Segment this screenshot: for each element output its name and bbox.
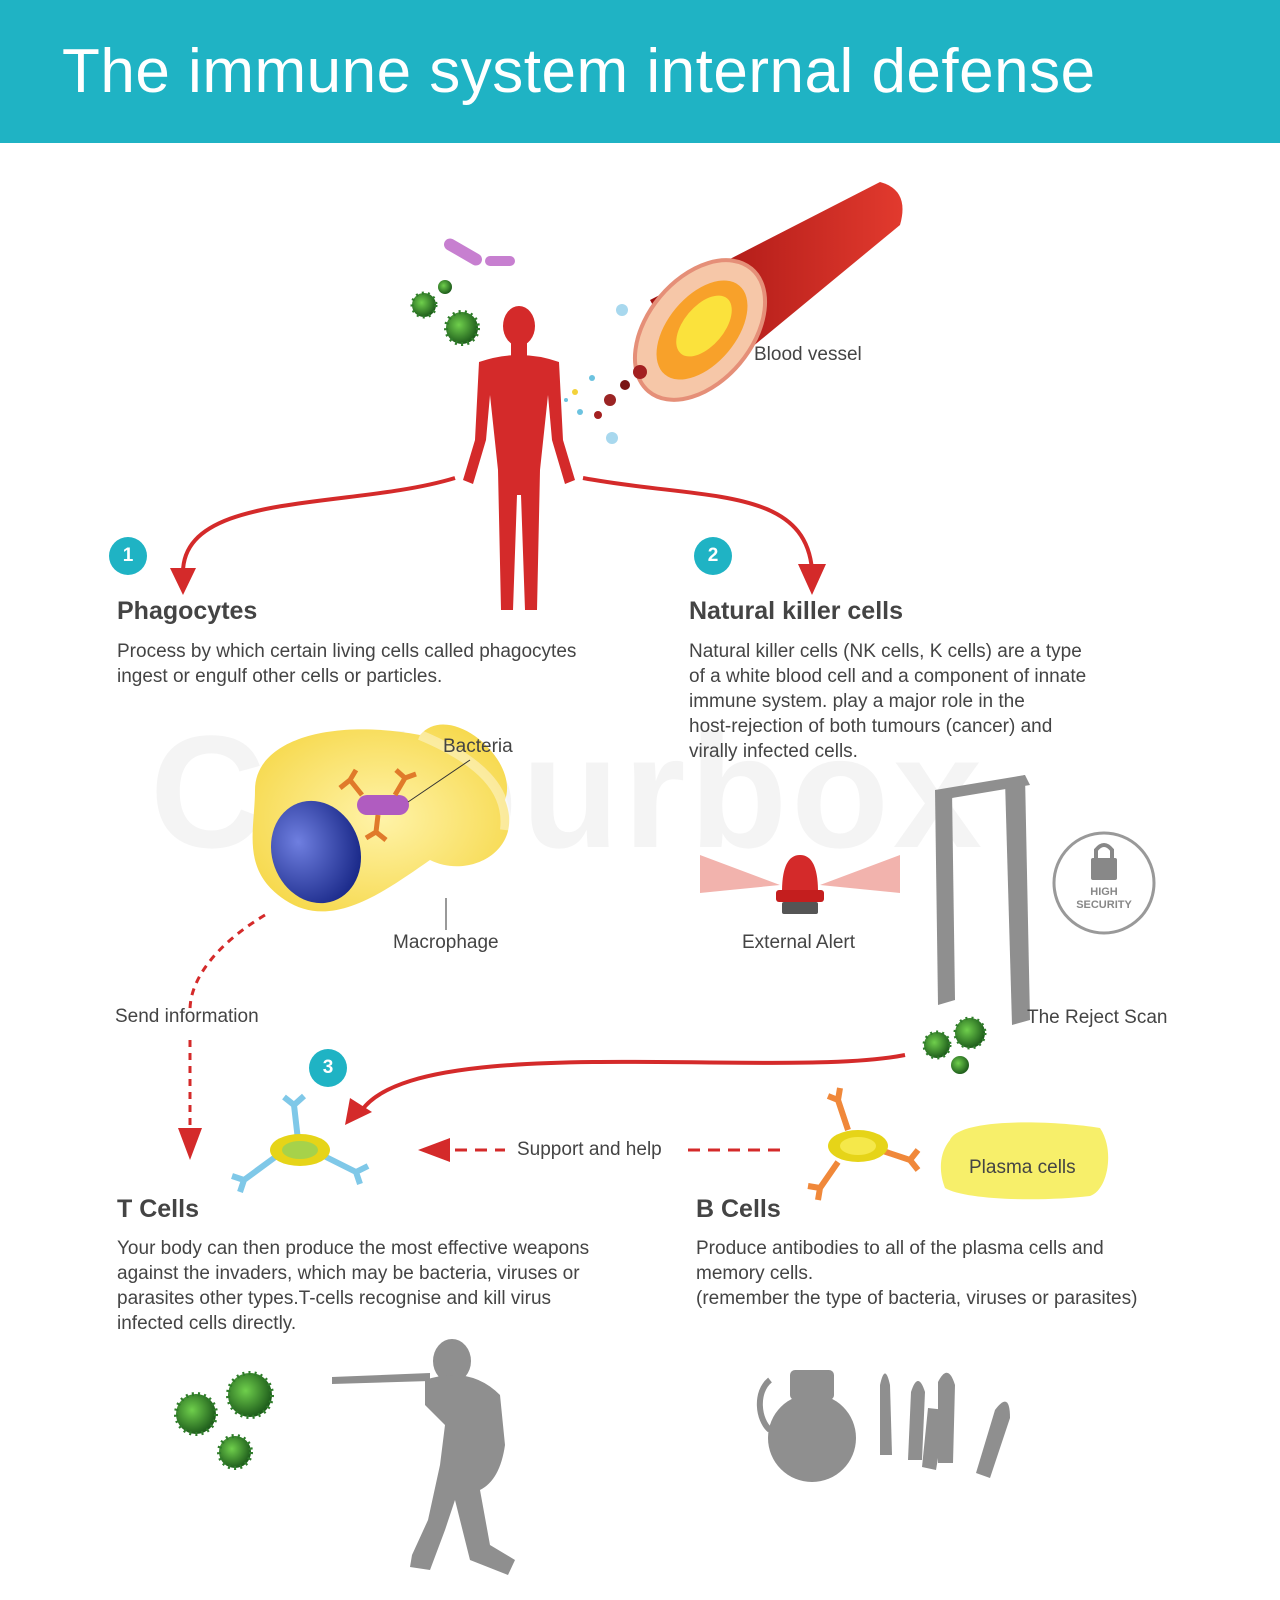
natural-killer-description: Natural killer cells (NK cells, K cells)… bbox=[689, 641, 1087, 762]
step-badge-3: 3 bbox=[309, 1049, 347, 1087]
plasma-cells-label: Plasma cells bbox=[969, 1157, 1076, 1178]
phagocytes-description: Process by which certain living cells ca… bbox=[117, 641, 577, 687]
macrophage-icon bbox=[252, 724, 511, 912]
virus-icon bbox=[410, 280, 480, 346]
bacteria-icon bbox=[338, 768, 417, 842]
bacteria-label: Bacteria bbox=[443, 736, 513, 757]
t-cell-icon bbox=[231, 1093, 370, 1193]
lock-icon bbox=[1052, 831, 1156, 935]
b-cells-description: Produce antibodies to all of the plasma … bbox=[696, 1238, 1138, 1309]
send-information-label: Send information bbox=[115, 1006, 259, 1027]
blood-vessel-label: Blood vessel bbox=[754, 344, 862, 365]
human-body-icon bbox=[463, 306, 575, 610]
plasma-cells-blob bbox=[940, 1122, 1109, 1200]
natural-killer-heading: Natural killer cells bbox=[689, 597, 904, 625]
support-and-help-label: Support and help bbox=[517, 1139, 662, 1160]
macrophage-label: Macrophage bbox=[393, 932, 499, 953]
title-banner: The immune system internal defense bbox=[0, 0, 1280, 143]
t-cells-description: Your body can then produce the most effe… bbox=[117, 1238, 590, 1334]
t-cells-heading: T Cells bbox=[117, 1195, 199, 1223]
reject-scan-label: The Reject Scan bbox=[1027, 1007, 1168, 1028]
b-cells-heading: B Cells bbox=[696, 1195, 781, 1223]
siren-icon bbox=[700, 855, 900, 914]
b-cell-icon bbox=[807, 1087, 921, 1201]
external-alert-label: External Alert bbox=[742, 932, 855, 953]
bullets-icon bbox=[880, 1372, 1010, 1478]
step-badge-2: 2 bbox=[694, 537, 732, 575]
virus-icon bbox=[922, 1016, 987, 1074]
grenade-icon bbox=[756, 1370, 856, 1482]
page-title: The immune system internal defense bbox=[62, 37, 1096, 106]
security-gate-icon bbox=[935, 775, 1030, 1025]
virus-icon bbox=[174, 1371, 274, 1470]
high-security-label: HIGH SECURITY bbox=[1076, 886, 1132, 911]
blood-vessel-icon bbox=[564, 182, 903, 444]
phagocytes-heading: Phagocytes bbox=[117, 597, 258, 625]
step-badge-1: 1 bbox=[109, 537, 147, 575]
soldier-icon bbox=[332, 1339, 515, 1575]
